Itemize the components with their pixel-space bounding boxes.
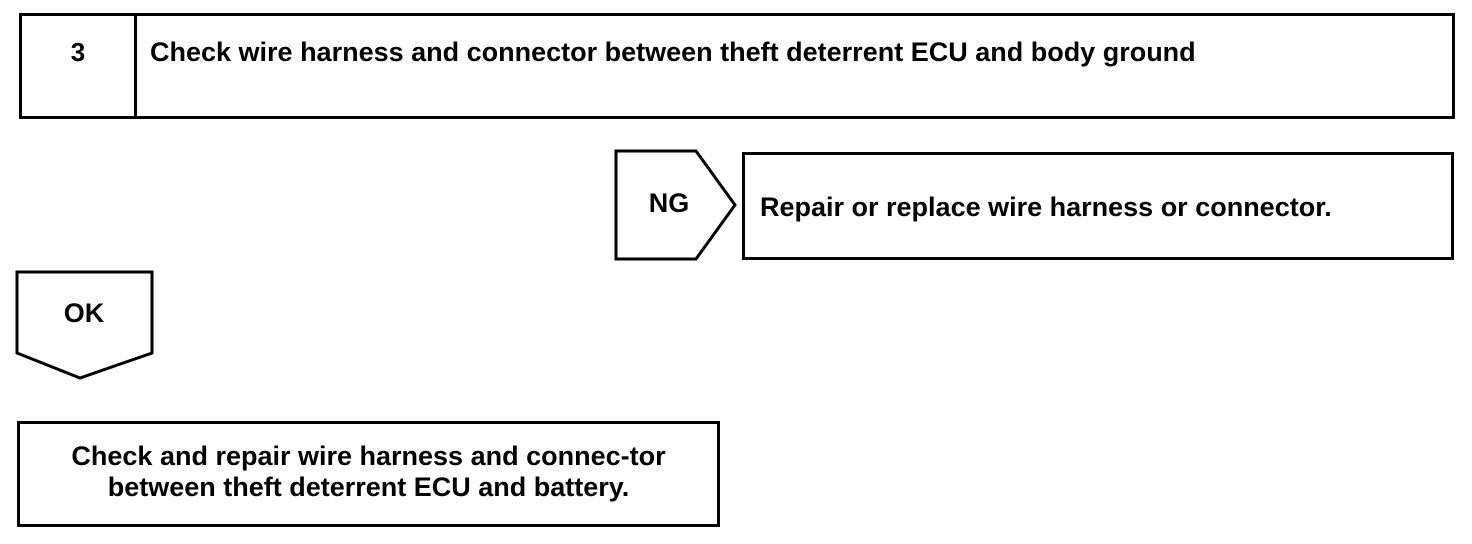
ng-result-text: Repair or replace wire harness or connec… <box>760 192 1332 222</box>
step-title: Check wire harness and connector between… <box>150 37 1196 67</box>
ok-result-text: Check and repair wire harness and connec… <box>71 441 666 502</box>
step-number: 3 <box>70 37 86 67</box>
ng-result-box: Repair or replace wire harness or connec… <box>742 152 1454 260</box>
step-divider <box>134 16 137 116</box>
ng-label: NG <box>648 188 690 218</box>
step-box: 3 Check wire harness and connector betwe… <box>19 13 1455 119</box>
ok-label: OK <box>63 298 105 328</box>
ok-result-box: Check and repair wire harness and connec… <box>17 421 720 527</box>
